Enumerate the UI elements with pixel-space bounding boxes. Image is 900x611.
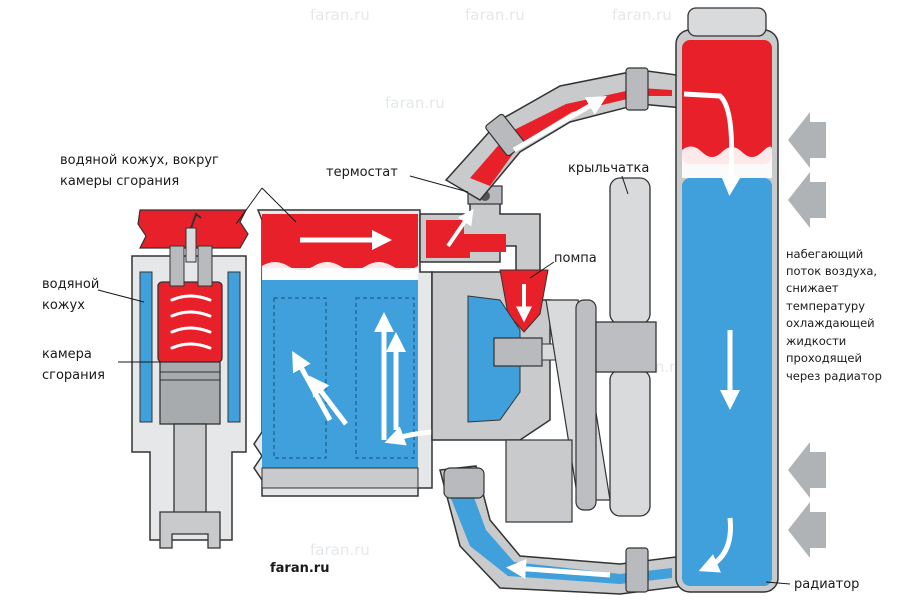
lower-hose <box>439 465 685 595</box>
water-pump <box>431 269 579 441</box>
svg-text:faran.ru: faran.ru <box>310 541 370 559</box>
upper-hose <box>444 67 685 201</box>
leader-lines <box>97 175 791 585</box>
label-jacket-around-chamber-1: водяной кожух, вокруг <box>60 153 219 168</box>
brand-caption: faran.ru <box>270 561 329 576</box>
label-airflow-6: жидкости <box>786 334 846 348</box>
cylinder-section <box>131 209 249 549</box>
svg-text:faran.ru: faran.ru <box>310 6 370 24</box>
label-airflow-2: поток воздуха, <box>786 264 877 278</box>
label-combustion-chamber-1: камера <box>42 347 92 362</box>
label-water-jacket-1: водяной <box>42 277 99 292</box>
label-airflow-8: через радиатор <box>786 369 882 383</box>
radiator <box>675 7 779 593</box>
label-airflow-5: охлаждающей <box>786 316 875 330</box>
label-airflow-3: снижает <box>786 281 839 295</box>
label-pump: помпа <box>554 251 597 266</box>
svg-text:faran.ru: faran.ru <box>385 94 445 112</box>
label-jacket-around-chamber-2: камеры сгорания <box>60 174 179 189</box>
label-radiator: радиатор <box>794 577 859 592</box>
label-impeller: крыльчатка <box>568 161 649 176</box>
fan-assembly <box>505 177 657 523</box>
label-combustion-chamber-2: сгорания <box>42 368 105 383</box>
labels: водяной кожух, вокруг камеры сгорания те… <box>42 153 882 592</box>
label-airflow-4: температуру <box>786 299 865 313</box>
svg-text:faran.ru: faran.ru <box>465 6 525 24</box>
thermostat-housing <box>419 185 541 273</box>
label-airflow-1: набегающий <box>786 247 863 261</box>
label-water-jacket-2: кожух <box>42 298 85 313</box>
label-thermostat: термостат <box>326 165 398 180</box>
svg-text:faran.ru: faran.ru <box>612 6 672 24</box>
engine-block <box>253 209 461 497</box>
label-airflow-7: проходящей <box>786 351 862 365</box>
airflow-arrows <box>788 112 826 558</box>
